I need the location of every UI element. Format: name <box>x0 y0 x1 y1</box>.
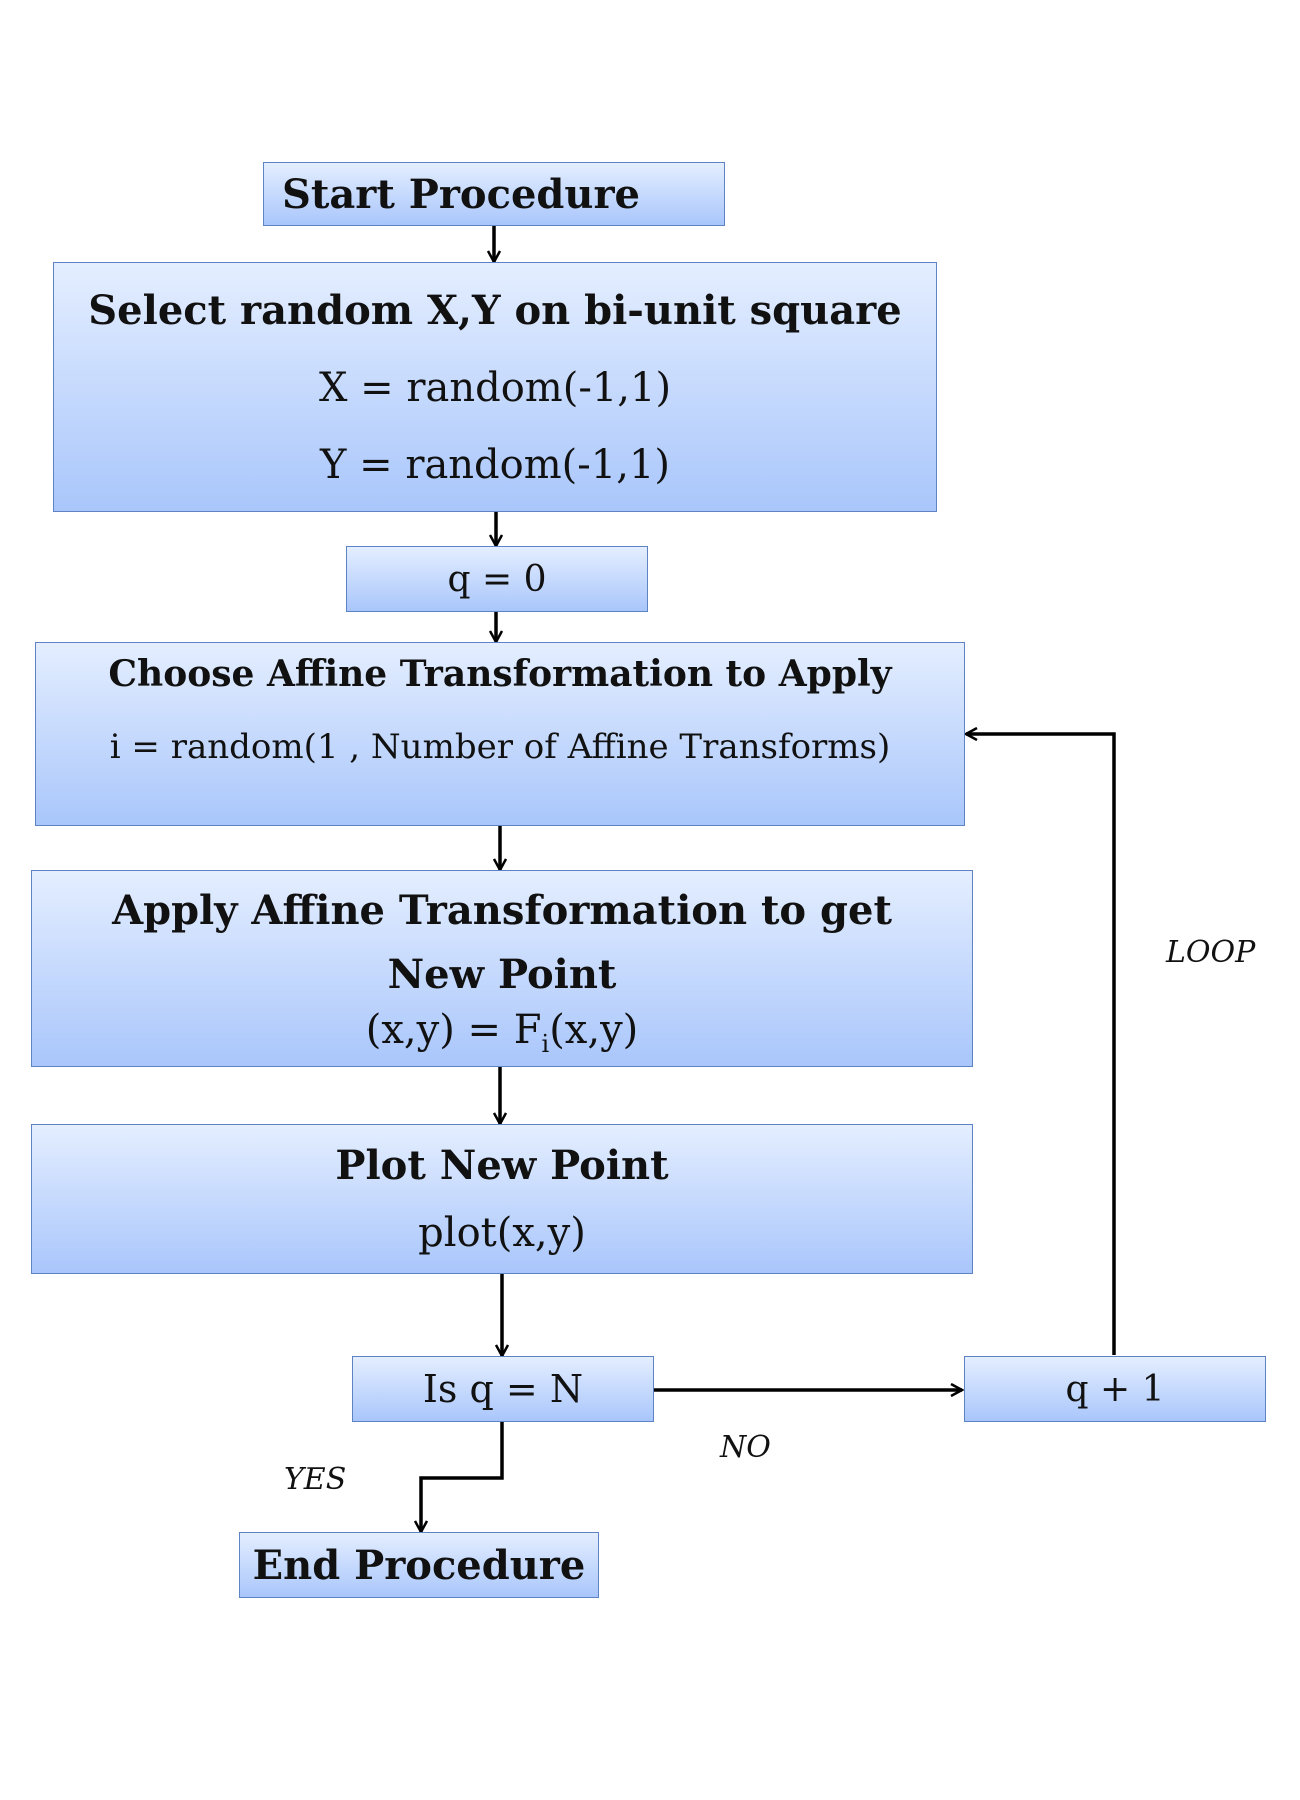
select-random-box: Select random X,Y on bi-unit square X = … <box>53 262 937 512</box>
plot-point-title: Plot New Point <box>335 1141 669 1189</box>
choose-transform-title: Choose Affine Transformation to Apply <box>108 653 892 695</box>
choose-transform-box: Choose Affine Transformation to Apply i … <box>35 642 965 826</box>
decision-label: Is q = N <box>422 1367 584 1411</box>
decision-box: Is q = N <box>352 1356 654 1422</box>
arrow-decision-to-end <box>421 1422 504 1532</box>
select-random-y: Y = random(-1,1) <box>319 441 671 488</box>
select-random-x: X = random(-1,1) <box>318 364 672 411</box>
apply-transform-formula: (x,y) = Fi(x,y) <box>366 1007 639 1058</box>
plot-point-formula: plot(x,y) <box>418 1210 586 1257</box>
increment-q-label: q + 1 <box>1065 1368 1165 1410</box>
no-label: NO <box>720 1430 771 1465</box>
start-procedure-box: Start Procedure <box>263 162 725 226</box>
end-procedure-label: End Procedure <box>252 1541 586 1589</box>
init-q-box: q = 0 <box>346 546 648 612</box>
start-procedure-label: Start Procedure <box>282 170 640 218</box>
yes-label: YES <box>284 1462 347 1497</box>
apply-formula-left: (x,y) = F <box>365 1007 542 1053</box>
select-random-title: Select random X,Y on bi-unit square <box>88 286 902 334</box>
arrow-loop-back <box>966 734 1116 1355</box>
choose-transform-formula: i = random(1 , Number of Affine Transfor… <box>109 727 891 767</box>
init-q-label: q = 0 <box>447 558 547 600</box>
apply-transform-title: Apply Affine Transformation to get New P… <box>112 887 892 998</box>
apply-formula-right: (x,y) <box>549 1007 639 1053</box>
plot-point-box: Plot New Point plot(x,y) <box>31 1124 973 1274</box>
increment-q-box: q + 1 <box>964 1356 1266 1422</box>
apply-formula-subscript: i <box>541 1030 550 1058</box>
end-procedure-box: End Procedure <box>239 1532 599 1598</box>
loop-label: LOOP <box>1166 935 1256 970</box>
apply-transform-box: Apply Affine Transformation to get New P… <box>31 870 973 1067</box>
